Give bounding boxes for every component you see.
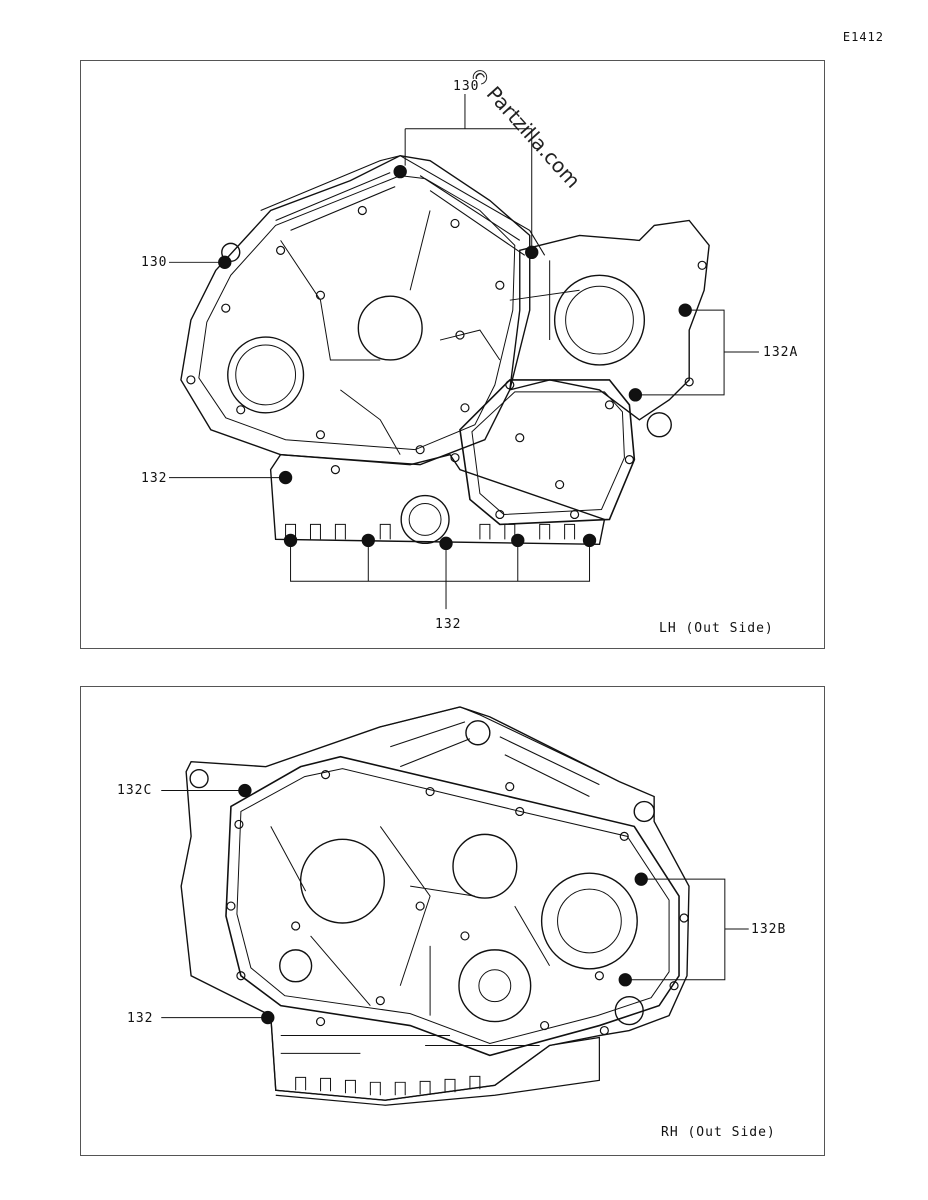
rh-bore-right (540, 872, 638, 970)
rh-crankcase-panel: 132C 132B 132 RH (Out Side) (80, 686, 825, 1156)
lh-bore-bottom-inner (408, 502, 442, 536)
rh-boss-top-right (633, 800, 655, 823)
lh-crankcase-drawing (165, 88, 759, 610)
lh-bore-left (227, 336, 305, 414)
lh-bore-bottom (400, 494, 450, 545)
rh-bore-bottom (458, 949, 532, 1023)
callout-132-rh-left: 132 (125, 1011, 156, 1026)
rh-bolt-markers (238, 783, 648, 1025)
rh-outer-housing (180, 706, 690, 1101)
lh-oil-pan (269, 453, 606, 546)
rh-oil-pan (270, 1015, 600, 1106)
rh-gasket-line (225, 755, 680, 1057)
callout-132-bottom: 132 (433, 617, 464, 632)
panel-caption-lh: LH (Out Side) (659, 621, 774, 636)
rh-bolt-holes (226, 770, 689, 1036)
lh-bore-right-inner (565, 285, 634, 355)
callout-132A: 132A (761, 345, 801, 360)
rh-leader-132B (631, 878, 749, 981)
lh-bore-left-inner (235, 344, 297, 406)
callout-132C: 132C (115, 783, 155, 798)
rh-oil-pan-teeth (295, 1075, 481, 1096)
callout-130-top: 130 (451, 79, 482, 94)
callout-130-left: 130 (139, 255, 170, 270)
rh-bore-right-inner (557, 888, 622, 954)
rh-bore-left (299, 838, 385, 924)
rh-top-ribs (380, 706, 610, 798)
lh-internal-webs (280, 210, 580, 455)
lh-bore-center (357, 295, 423, 361)
rh-crankcase-drawing (161, 706, 749, 1106)
rh-boss-top-left (189, 768, 209, 789)
rh-gasket-inner (236, 768, 670, 1044)
callout-132B: 132B (749, 922, 789, 937)
diagram-code: E1412 (842, 30, 884, 44)
lh-leader-132-bottom (290, 546, 591, 610)
rh-top-ring (465, 720, 491, 746)
panel-caption-rh: RH (Out Side) (661, 1125, 776, 1140)
lh-crankcase-panel: 130 130 132A 132 132 LH (Out Side) (80, 60, 825, 649)
lh-bolt-markers (218, 164, 692, 551)
lh-oil-pan-teeth (285, 523, 576, 540)
lh-top-ribs (260, 155, 546, 256)
lh-leader-132A (641, 309, 759, 396)
rh-internal-webs (270, 826, 551, 1016)
lh-gear-cover (459, 379, 636, 526)
rh-bore-center (452, 833, 518, 899)
lh-bore-right (553, 274, 646, 366)
lh-gear-cover-inner (471, 391, 625, 515)
rh-bore-bottom-inner (478, 969, 512, 1003)
lh-leader-130-top (404, 88, 533, 247)
lh-left-housing-outline (180, 154, 531, 466)
lh-boss-small (646, 412, 672, 438)
rh-pan-rails (280, 1035, 540, 1054)
lh-right-housing-outline (508, 219, 710, 421)
rh-boss-lower-right (614, 995, 644, 1026)
lh-left-housing-inner (198, 175, 516, 451)
rh-boss-lower-left (279, 949, 313, 983)
callout-132-left: 132 (139, 471, 170, 486)
lh-bolt-holes (186, 205, 707, 520)
